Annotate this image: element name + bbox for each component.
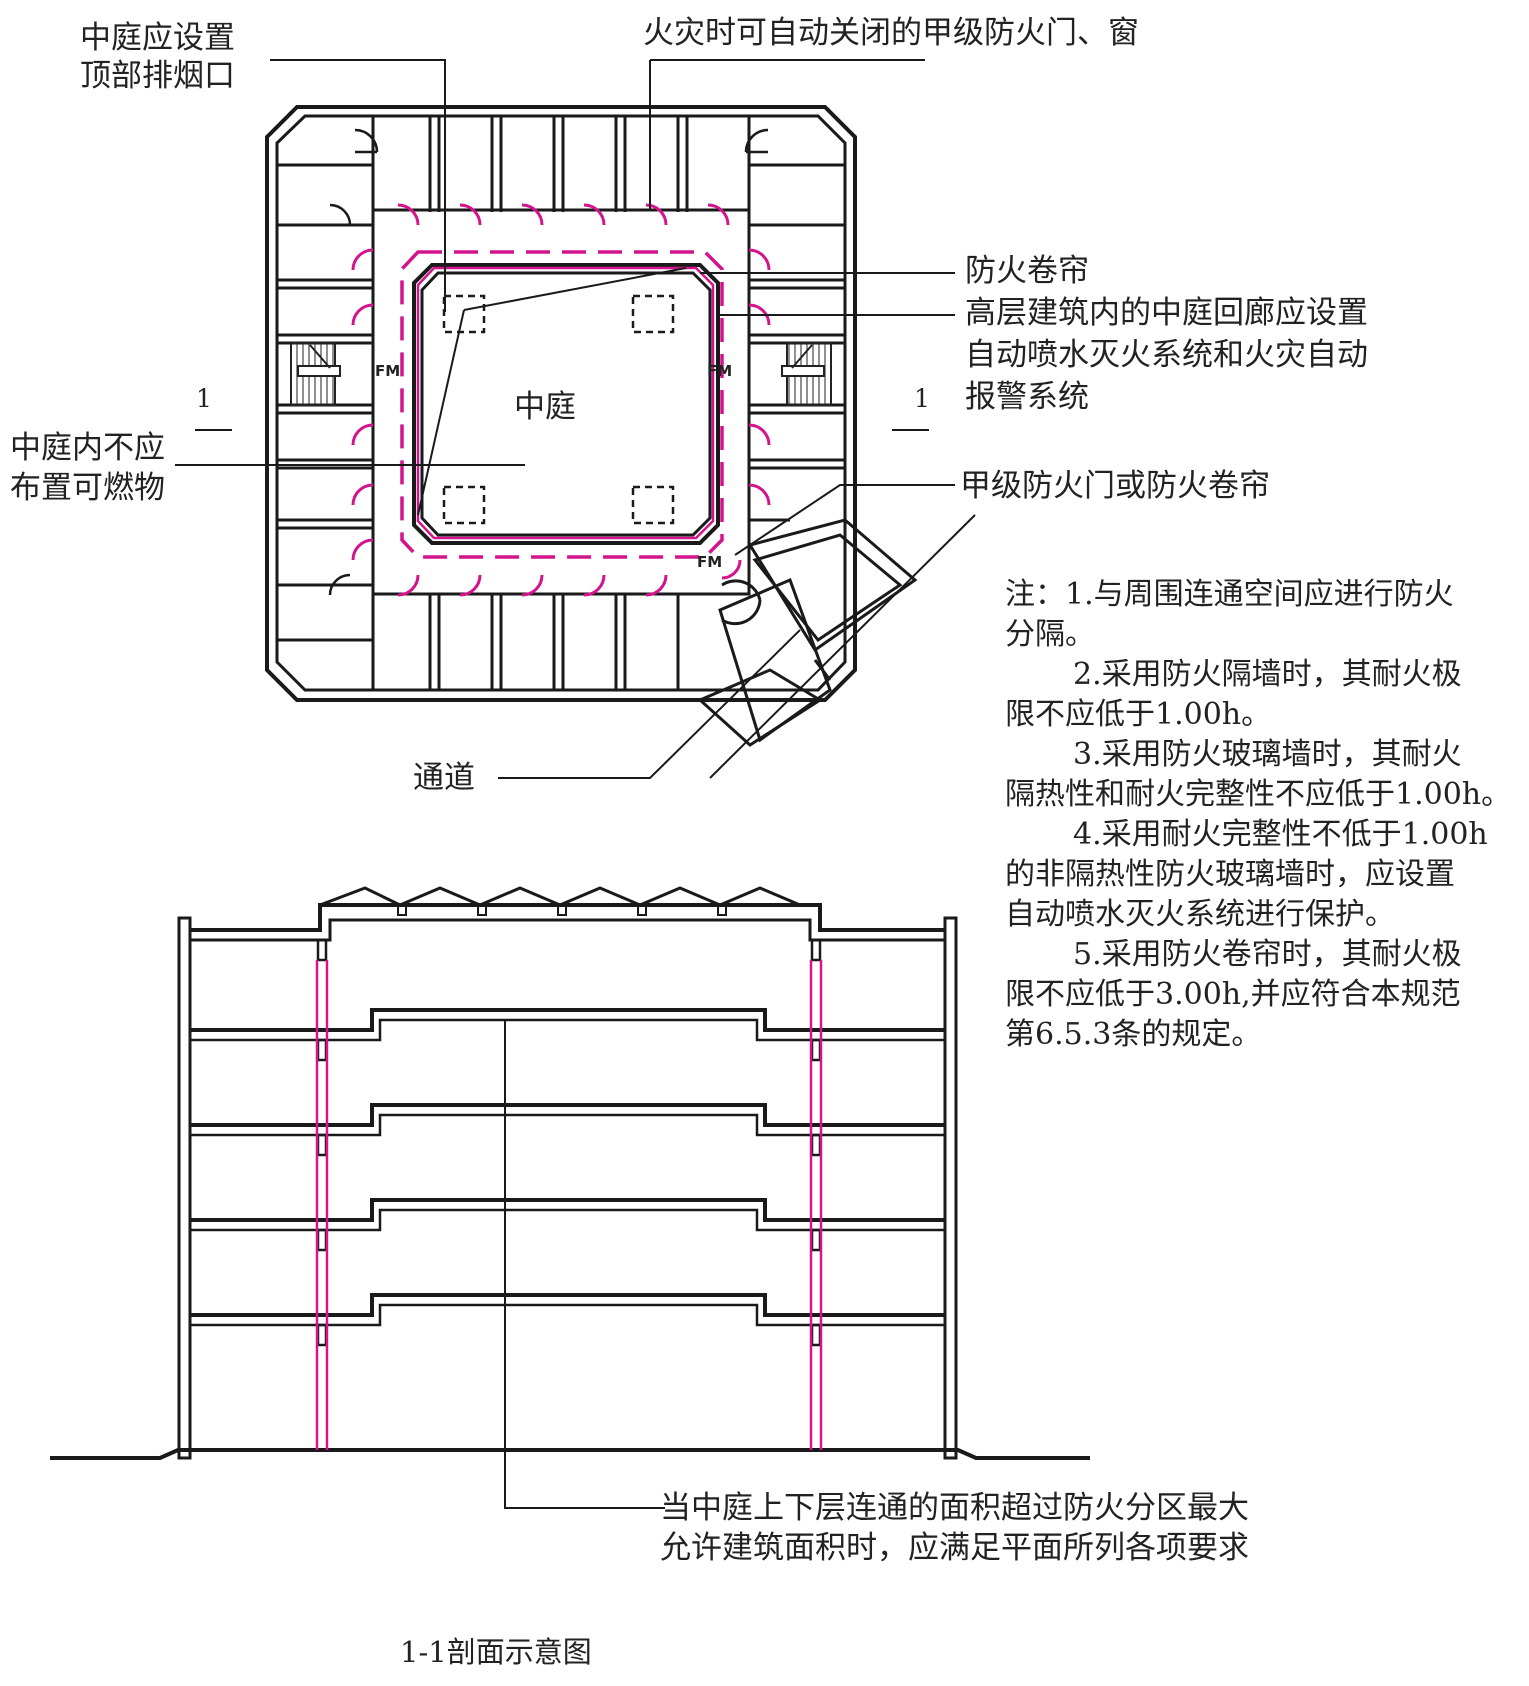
atrium-label: 中庭 (514, 389, 576, 425)
note-3: 3.采用防火玻璃墙时，其耐火 (1073, 737, 1462, 772)
corridor-systems-label-1: 高层建筑内的中庭回廊应设置 (965, 295, 1368, 331)
note-5: 5.采用防火卷帘时，其耐火极 (1073, 937, 1462, 972)
ground-line-right (945, 1448, 1090, 1460)
section-fire-barriers (315, 960, 823, 1450)
corridor-systems-label-3: 报警系统 (965, 379, 1089, 415)
note-5-cont-2: 第6.5.3条的规定。 (1005, 1017, 1262, 1052)
note-1-cont: 分隔。 (1005, 617, 1095, 652)
smoke-vent-label-1: 中庭应设置 (80, 20, 235, 56)
bottom-room-walls (277, 583, 680, 690)
section-mark-left: 1 (196, 384, 212, 413)
skylight (319, 886, 820, 907)
section-view (50, 886, 1090, 1509)
corridor-systems-label-2: 自动喷水灭火系统和火灾自动 (965, 337, 1368, 373)
floor-slabs (190, 1008, 945, 1317)
note-2: 2.采用防火隔墙时，其耐火极 (1073, 657, 1462, 692)
smoke-vent-label-2: 顶部排烟口 (80, 58, 235, 94)
leader-lines (175, 59, 976, 779)
note-2-cont: 限不应低于1.00h。 (1005, 697, 1272, 732)
outer-wall-inner (275, 114, 847, 692)
section-note-1: 当中庭上下层连通的面积超过防火分区最大 (660, 1490, 1249, 1526)
note-4-cont: 的非隔热性防火玻璃墙时，应设置 (1005, 857, 1455, 892)
section-note-2: 允许建筑面积时，应满足平面所列各项要求 (660, 1530, 1249, 1566)
fire-doors-label: 火灾时可自动关闭的甲级防火门、窗 (643, 15, 1139, 51)
door-or-shutter-label: 甲级防火门或防火卷帘 (960, 468, 1270, 504)
rolling-shutter-label: 防火卷帘 (965, 253, 1089, 289)
top-room-walls (277, 116, 845, 227)
stair-left (290, 342, 341, 406)
fire-doors-magenta (351, 203, 771, 597)
fm-label-left: FM (375, 362, 401, 380)
notes-block: 注：1.与周围连通空间应进行防火 分隔。 2.采用防火隔墙时，其耐火极 限不应低… (1005, 575, 1520, 1055)
note-5-cont: 限不应低于3.00h,并应符合本规范 (1005, 977, 1461, 1012)
fm-label-wing: FM (697, 553, 723, 571)
no-combustibles-label-2: 布置可燃物 (10, 470, 165, 506)
fire-shutter-line (400, 250, 724, 559)
ground-line (50, 1448, 190, 1460)
note-4: 4.采用耐火完整性不低于1.00h (1073, 817, 1488, 852)
passage-wing (697, 518, 918, 747)
note-3-cont: 隔热性和耐火完整性不应低于1.00h。 (1005, 777, 1512, 812)
passage-label: 通道 (413, 760, 475, 796)
note-4-cont-2: 自动喷水灭火系统进行保护。 (1005, 897, 1395, 932)
atrium-wall (412, 263, 720, 545)
section-caption: 1-1剖面示意图 (400, 1635, 592, 1669)
smoke-vents (442, 294, 675, 525)
room-doors (328, 128, 769, 596)
section-mark-right: 1 (914, 384, 930, 413)
floor-plan (265, 105, 918, 747)
stair-right (781, 342, 832, 406)
note-1: 注：1.与周围连通空间应进行防火 (1005, 577, 1454, 612)
atrium-wall-inner (420, 271, 712, 537)
outer-wall (265, 105, 857, 702)
fm-label-right: FM (707, 362, 733, 380)
no-combustibles-label-1: 中庭内不应 (10, 430, 165, 466)
